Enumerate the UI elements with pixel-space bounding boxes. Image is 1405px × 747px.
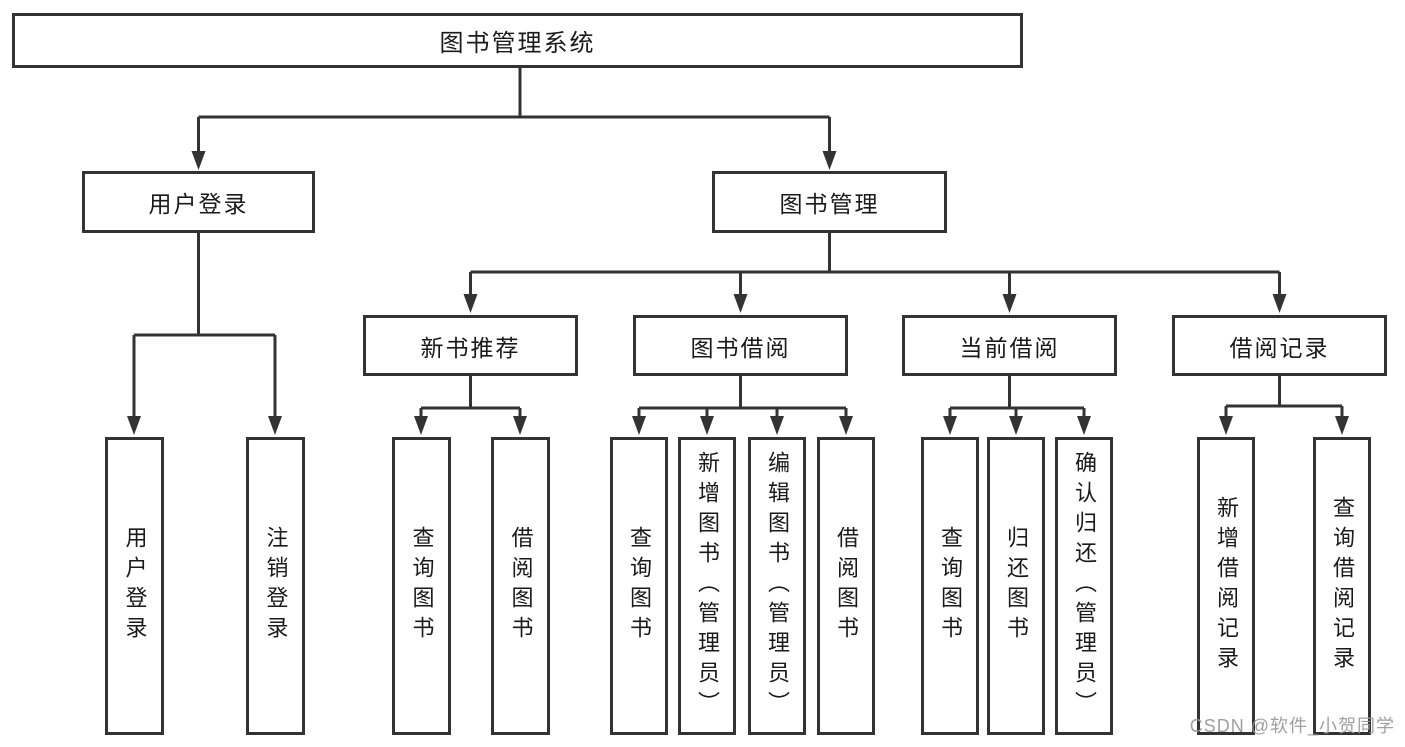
leaf-logout-login: 注销登录 [246,437,305,735]
node-root: 图书管理系统 [12,13,1023,68]
node-label: 图书管理系统 [439,30,596,57]
leaf-return-books: 归还图书 [987,437,1045,735]
leaf-query-borrow-record: 查询借阅记录 [1313,437,1371,735]
node-label: 编辑图书（管理员） [765,451,790,721]
connector-book-management-to-level3 [463,233,1287,313]
node-current-borrow: 当前借阅 [902,315,1117,376]
node-book-management: 图书管理 [712,171,947,233]
node-label: 借阅图书 [508,526,534,646]
node-label: 当前借阅 [959,334,1060,361]
node-label: 借阅记录 [1229,334,1330,361]
node-label: 确认归还（管理员） [1072,451,1097,721]
connector-new-book-to-children [414,376,527,435]
connector-root-to-level2 [191,68,837,170]
leaf-confirm-return-admin: 确认归还（管理员） [1055,437,1113,735]
node-label: 借阅图书 [834,526,859,646]
leaf-edit-books-admin: 编辑图书（管理员） [748,437,806,735]
node-label: 注销登录 [263,526,289,646]
node-label: 查询图书 [627,526,652,646]
leaf-query-books-current: 查询图书 [921,437,979,735]
leaf-query-books-newbook: 查询图书 [392,437,451,735]
node-label: 用户登录 [148,191,249,217]
leaf-user-login: 用户登录 [105,437,164,735]
node-new-book-recommend: 新书推荐 [363,315,578,376]
node-borrow-records: 借阅记录 [1172,315,1387,376]
leaf-query-books-borrow: 查询图书 [610,437,668,735]
node-label: 查询图书 [409,526,435,646]
leaf-borrow-books-newbook: 借阅图书 [491,437,550,735]
node-label: 查询借阅记录 [1330,496,1355,676]
node-book-borrow: 图书借阅 [633,315,848,376]
node-label: 归还图书 [1004,526,1029,646]
csdn-watermark: CSDN @软件_小贺同学 [1189,716,1395,736]
leaf-add-books-admin: 新增图书（管理员） [678,437,736,735]
connector-borrow-records-to-children [1219,376,1349,435]
connector-current-borrow-to-children [943,376,1091,435]
node-label: 查询图书 [938,526,963,646]
node-label: 新增图书（管理员） [695,451,720,721]
node-label: 图书借阅 [690,334,791,361]
node-label: 图书管理 [779,191,880,217]
connector-book-borrow-to-children [632,376,853,435]
node-label: 新增借阅记录 [1214,496,1239,676]
leaf-borrow-books: 借阅图书 [817,437,875,735]
connector-user-login-to-children [127,233,282,435]
node-user-login: 用户登录 [82,171,315,233]
leaf-add-borrow-record: 新增借阅记录 [1197,437,1255,735]
node-label: 新书推荐 [420,334,521,361]
node-label: 用户登录 [122,526,148,646]
